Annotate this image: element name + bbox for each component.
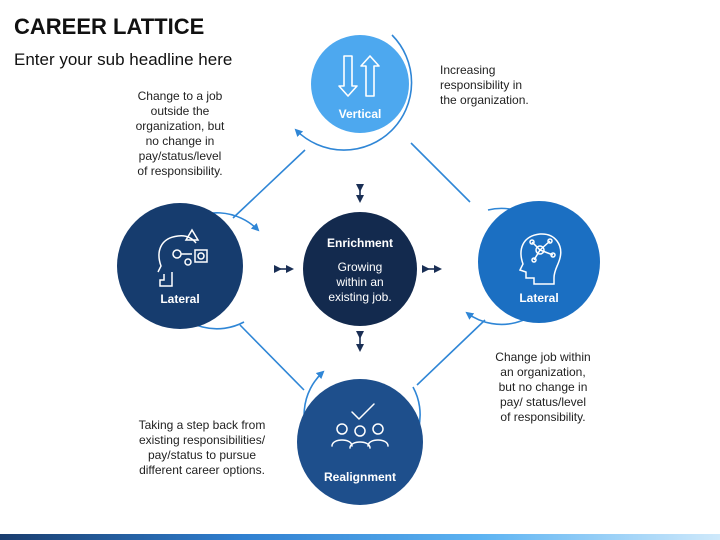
node-lateral-right: Lateral: [478, 201, 600, 323]
vertical-orbit-arrow: [294, 34, 413, 151]
node-vertical: Vertical: [311, 35, 409, 133]
node-lateral-left: Lateral: [117, 203, 243, 329]
node-realignment: Realignment: [297, 379, 423, 505]
lateral-right-circle: [478, 201, 600, 323]
up-down-arrows-icon: [338, 55, 380, 97]
lateral-left-label: Lateral: [160, 292, 199, 306]
lateral-left-circle: [117, 203, 243, 329]
lateral-left-description: Change to a job outside the organization…: [135, 89, 225, 178]
enrichment-circle: [303, 212, 417, 326]
page-subtitle: Enter your sub headline here: [14, 50, 233, 69]
page-title: CAREER LATTICE: [14, 14, 205, 39]
bidirectional-arrows: [274, 184, 442, 352]
enrichment-line-2: within an: [335, 275, 383, 289]
head-network-icon: [518, 233, 562, 285]
vertical-circle: [311, 35, 409, 133]
connector-top-left: [232, 149, 306, 219]
node-enrichment: Enrichment Growing within an existing jo…: [303, 212, 417, 326]
head-gears-icon: [157, 228, 208, 287]
diamond-connectors: [232, 142, 486, 391]
connector-top-right: [410, 142, 471, 203]
realignment-description: Taking a step back from existing respons…: [138, 418, 266, 477]
enrichment-line-1: Growing: [338, 260, 383, 274]
enrichment-line-3: existing job.: [328, 290, 391, 304]
vertical-label: Vertical: [339, 107, 382, 121]
enrichment-label: Enrichment: [327, 236, 393, 250]
connector-bottom-right: [416, 319, 486, 386]
realignment-label: Realignment: [324, 470, 396, 484]
bottom-gradient-bar: [0, 534, 720, 540]
lateral-right-description: Change job within an organization, but n…: [495, 350, 591, 424]
connector-bottom-left: [239, 324, 305, 391]
lateral-right-label: Lateral: [519, 291, 558, 305]
team-check-icon: [331, 403, 389, 449]
vertical-description: Increasing responsibility in the organiz…: [440, 63, 529, 107]
